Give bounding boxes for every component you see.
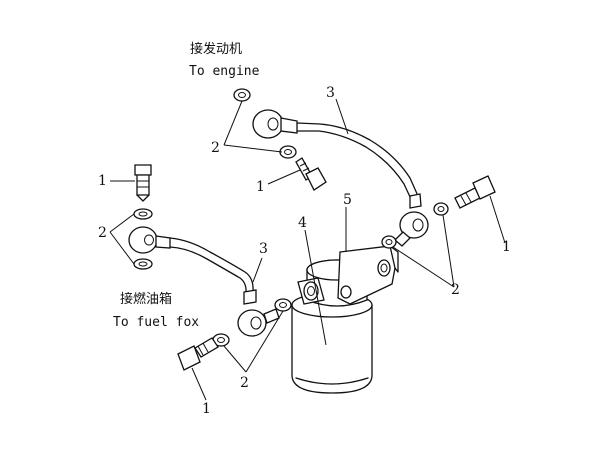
callout-bolt-top: 1 bbox=[256, 179, 265, 195]
callout-bolt-left: 1 bbox=[98, 173, 107, 189]
left-banjo-bolt bbox=[134, 164, 152, 202]
fuel-tank-label-cn: 接燃油箱 bbox=[120, 292, 173, 307]
top-washer-lower bbox=[279, 145, 297, 159]
left-washer-lower bbox=[133, 258, 153, 270]
mounting-bracket bbox=[337, 245, 399, 305]
right-washer-lower bbox=[381, 235, 397, 249]
fuel-filter-canister bbox=[291, 292, 373, 394]
top-fuel-pipe bbox=[296, 122, 419, 200]
lower-washer-right bbox=[274, 298, 292, 312]
callout-bolt-lower: 1 bbox=[202, 401, 211, 417]
callout-bracket: 5 bbox=[343, 192, 352, 208]
engine-label-cn: 接发动机 bbox=[190, 42, 243, 57]
callout-washer-right: 2 bbox=[451, 282, 460, 298]
engine-label-en: To engine bbox=[189, 64, 260, 79]
top-washer-upper bbox=[233, 88, 251, 102]
callout-washer-left: 2 bbox=[98, 225, 107, 241]
left-washer-upper bbox=[133, 208, 153, 220]
left-fuel-pipe bbox=[169, 237, 254, 295]
callout-washer-lower: 2 bbox=[240, 375, 249, 391]
callout-washer-top: 2 bbox=[211, 140, 220, 156]
right-washer-upper bbox=[433, 202, 449, 216]
callout-bolt-right: 1 bbox=[502, 239, 511, 255]
lower-banjo-fitting bbox=[237, 289, 280, 337]
leader-lines bbox=[109, 98, 506, 401]
right-banjo-bolt bbox=[454, 175, 496, 209]
top-banjo-bolt bbox=[295, 157, 327, 191]
left-banjo-fitting bbox=[128, 226, 171, 254]
top-banjo-fitting bbox=[252, 109, 298, 139]
lower-banjo-bolt bbox=[177, 337, 219, 371]
callout-pipe-lower: 3 bbox=[259, 241, 268, 257]
fuel-tank-label-en: To fuel fox bbox=[113, 315, 200, 330]
callout-filter: 4 bbox=[298, 215, 307, 231]
callout-pipe-top: 3 bbox=[326, 85, 335, 101]
right-banjo-fitting bbox=[394, 193, 429, 247]
